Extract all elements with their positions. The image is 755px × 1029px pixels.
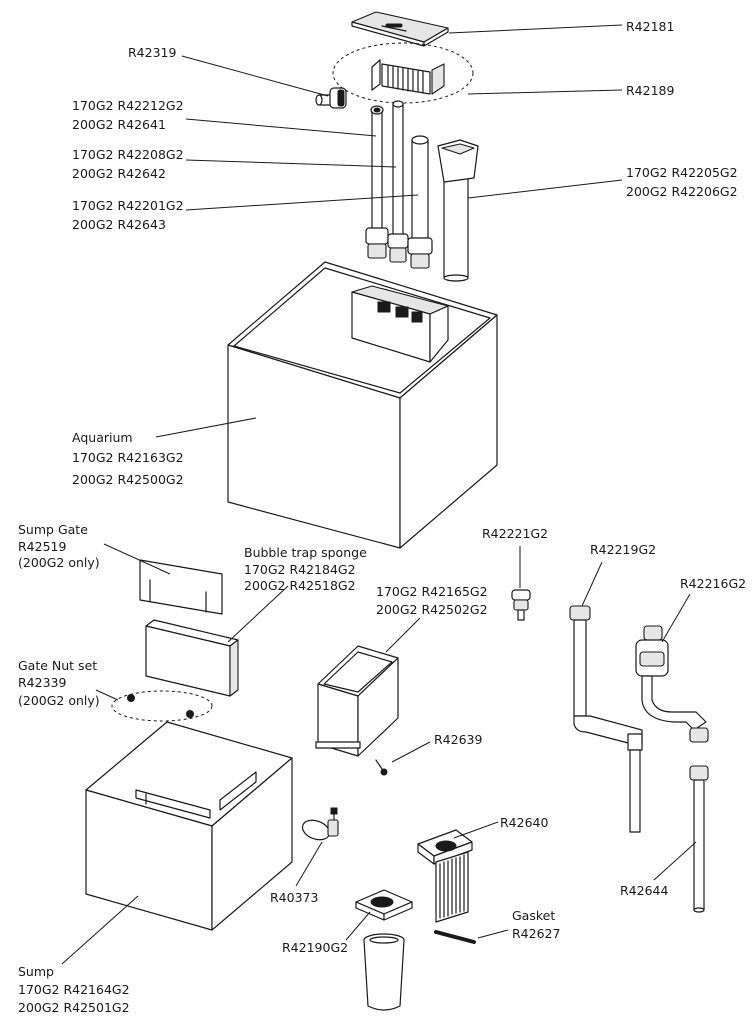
gate-nut-left bbox=[127, 694, 135, 702]
label-tube-3-200: 200G2 R42643 bbox=[72, 217, 166, 232]
label-gasket-part: R42627 bbox=[512, 926, 560, 941]
sump-tank bbox=[85, 721, 293, 931]
leader-sump bbox=[61, 895, 139, 965]
label-tube-1-200: 200G2 R42641 bbox=[72, 117, 166, 132]
label-aquarium-title: Aquarium bbox=[72, 430, 133, 445]
label-aquarium-200: 200G2 R42500G2 bbox=[72, 472, 184, 487]
label-r42190g2: R42190G2 bbox=[282, 940, 348, 955]
label-sump-gate-title: Sump Gate bbox=[18, 522, 88, 537]
label-box-200: 200G2 R42502G2 bbox=[376, 602, 488, 617]
leader-r40373 bbox=[295, 841, 323, 887]
label-tube-3-170: 170G2 R42201G2 bbox=[72, 198, 184, 213]
leader-gate-nut bbox=[95, 689, 119, 701]
gasket-part bbox=[434, 930, 476, 944]
label-tube-2-200: 200G2 R42642 bbox=[72, 166, 166, 181]
leader-r42640 bbox=[453, 821, 499, 839]
check-valve-part bbox=[511, 589, 531, 621]
heater-part bbox=[301, 807, 339, 841]
leader-sponge bbox=[227, 585, 289, 643]
skimmer-box-part bbox=[315, 645, 399, 757]
filter-basket-part bbox=[417, 829, 473, 923]
label-r42640: R42640 bbox=[500, 815, 548, 830]
label-aquarium-170: 170G2 R42163G2 bbox=[72, 450, 184, 465]
standpipe-tube-2 bbox=[387, 100, 409, 263]
leader-r42219g2 bbox=[581, 561, 603, 607]
label-sponge-title: Bubble trap sponge bbox=[244, 545, 367, 560]
leader-r42181 bbox=[448, 24, 623, 34]
intake-grill-parts bbox=[371, 59, 445, 95]
sump-gate-part bbox=[139, 559, 223, 615]
label-sump-200: 200G2 R42501G2 bbox=[18, 1000, 130, 1015]
label-r42189: R42189 bbox=[626, 83, 674, 98]
leader-r42644 bbox=[653, 841, 697, 881]
leader-tube-3 bbox=[185, 194, 419, 211]
leader-sump-gate bbox=[103, 543, 171, 575]
leader-tower bbox=[467, 179, 623, 199]
leader-gasket bbox=[477, 929, 509, 939]
label-box-170: 170G2 R42165G2 bbox=[376, 584, 488, 599]
label-sponge-200: 200G2 R42518G2 bbox=[244, 578, 356, 593]
label-r42181: R42181 bbox=[626, 19, 674, 34]
leader-aquarium bbox=[155, 417, 257, 438]
label-sump-170: 170G2 R42164G2 bbox=[18, 982, 130, 997]
label-sponge-170: 170G2 R42184G2 bbox=[244, 562, 356, 577]
screw-part bbox=[375, 759, 388, 776]
pump-assembly-part bbox=[635, 625, 709, 743]
label-r42219g2: R42219G2 bbox=[590, 542, 656, 557]
leader-r42216g2 bbox=[661, 593, 691, 643]
overflow-tower-part bbox=[437, 139, 479, 282]
label-gate-nut-part: R42339 bbox=[18, 675, 66, 690]
label-tube-1-170: 170G2 R42212G2 bbox=[72, 98, 184, 113]
filter-sock-holder-part bbox=[355, 889, 413, 1011]
label-sump-gate-note: (200G2 only) bbox=[18, 555, 100, 570]
leader-tube-1 bbox=[185, 118, 377, 137]
label-r42319: R42319 bbox=[128, 45, 176, 60]
label-gate-nut-title: Gate Nut set bbox=[18, 658, 97, 673]
gate-nut-right bbox=[186, 710, 194, 718]
gate-nut-group-outline bbox=[111, 690, 213, 722]
label-r42639: R42639 bbox=[434, 732, 482, 747]
standpipe-tube-3 bbox=[407, 135, 433, 269]
label-tube-2-170: 170G2 R42208G2 bbox=[72, 147, 184, 162]
label-tower-170: 170G2 R42205G2 bbox=[626, 165, 738, 180]
label-gasket-title: Gasket bbox=[512, 908, 555, 923]
leader-r42319 bbox=[181, 55, 329, 97]
aquarium-tank bbox=[227, 261, 498, 549]
label-tower-200: 200G2 R42206G2 bbox=[626, 184, 738, 199]
leader-r42639 bbox=[391, 741, 431, 763]
label-r42644: R42644 bbox=[620, 883, 668, 898]
standpipe-tube-1 bbox=[365, 105, 389, 259]
label-r42216g2: R42216G2 bbox=[680, 576, 746, 591]
return-nozzle-part bbox=[315, 87, 347, 109]
leader-box bbox=[385, 617, 421, 653]
label-sump-gate-part: R42519 bbox=[18, 539, 66, 554]
label-r42221g2: R42221G2 bbox=[482, 526, 548, 541]
label-r40373: R40373 bbox=[270, 890, 318, 905]
grill-set-group-outline bbox=[332, 42, 474, 104]
return-plumbing-part bbox=[569, 605, 643, 833]
lid-cover-part bbox=[351, 11, 449, 47]
bubble-trap-sponge-part bbox=[145, 619, 239, 697]
straight-pipe-part bbox=[689, 765, 709, 913]
label-sump-title: Sump bbox=[18, 964, 54, 979]
leader-r42189 bbox=[467, 89, 623, 95]
label-gate-nut-note: (200G2 only) bbox=[18, 693, 100, 708]
leader-r42190g2 bbox=[345, 911, 371, 941]
leader-tube-2 bbox=[185, 159, 397, 168]
